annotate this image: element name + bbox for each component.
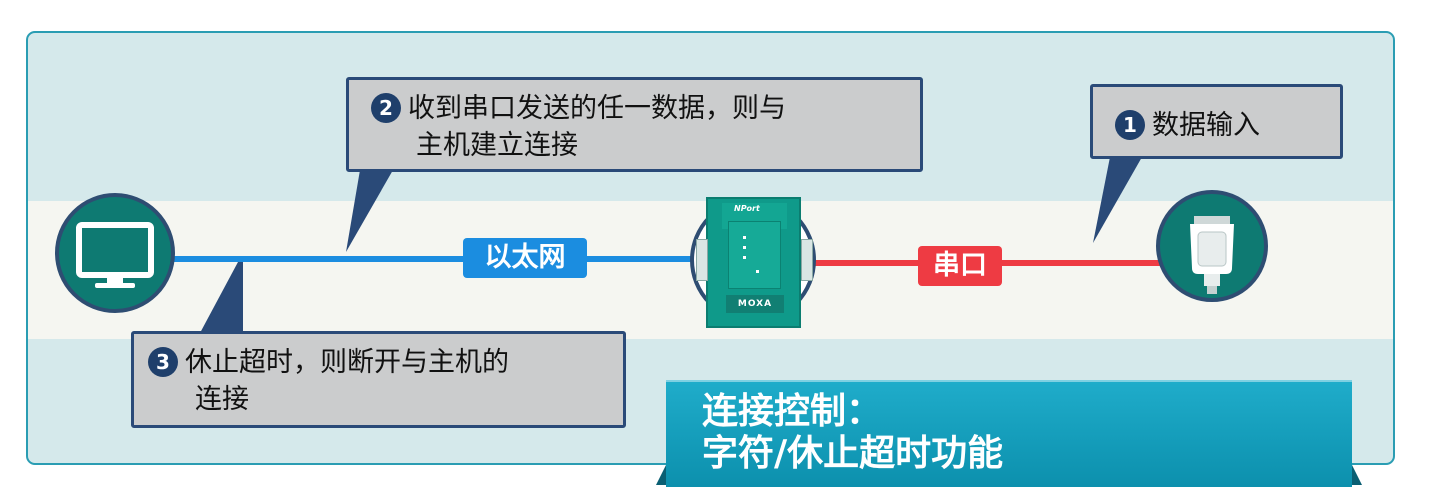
led: [743, 256, 746, 259]
callout-3-pointer: [200, 262, 243, 333]
step-3-badge: 3: [148, 347, 178, 377]
callout-2-line-2: 主机建立连接: [416, 130, 578, 161]
mounting-ear-right: [801, 239, 813, 281]
led: [743, 246, 746, 249]
callout-1-text: 数据输入: [1152, 110, 1260, 141]
ethernet-label: 以太网: [463, 238, 587, 278]
callout-3-line-1: 休止超时，则断开与主机的: [185, 347, 509, 378]
title-fold-left: [656, 465, 666, 485]
led: [756, 270, 759, 273]
title-line-2: 字符/休止超时功能: [702, 433, 1004, 474]
device-brand: NPort: [734, 204, 760, 213]
callout-1-pointer: [1093, 157, 1142, 243]
callout-2-line-1: 收到串口发送的任一数据，则与: [408, 93, 786, 124]
serial-device: [1156, 190, 1268, 302]
led: [743, 236, 746, 239]
serial-label: 串口: [918, 246, 1002, 286]
title-line-1: 连接控制：: [702, 391, 883, 432]
mounting-ear-left: [696, 239, 708, 281]
title-banner: 连接控制： 字符/休止超时功能: [666, 380, 1352, 487]
host-computer: [55, 193, 175, 313]
device-logo: MOXA: [737, 299, 773, 309]
device-led-panel: [728, 221, 781, 289]
monitor-icon: [76, 222, 154, 288]
callout-2-pointer: [346, 170, 393, 252]
title-fold-right: [1352, 465, 1362, 485]
callout-3-line-2: 连接: [195, 384, 249, 415]
db9-serial-port-icon: [1190, 216, 1234, 294]
step-1-badge: 1: [1115, 110, 1145, 140]
device-logo-bar: [726, 295, 784, 313]
step-2-badge: 2: [371, 93, 401, 123]
nport-device-server-icon: NPort MOXA: [696, 197, 813, 328]
